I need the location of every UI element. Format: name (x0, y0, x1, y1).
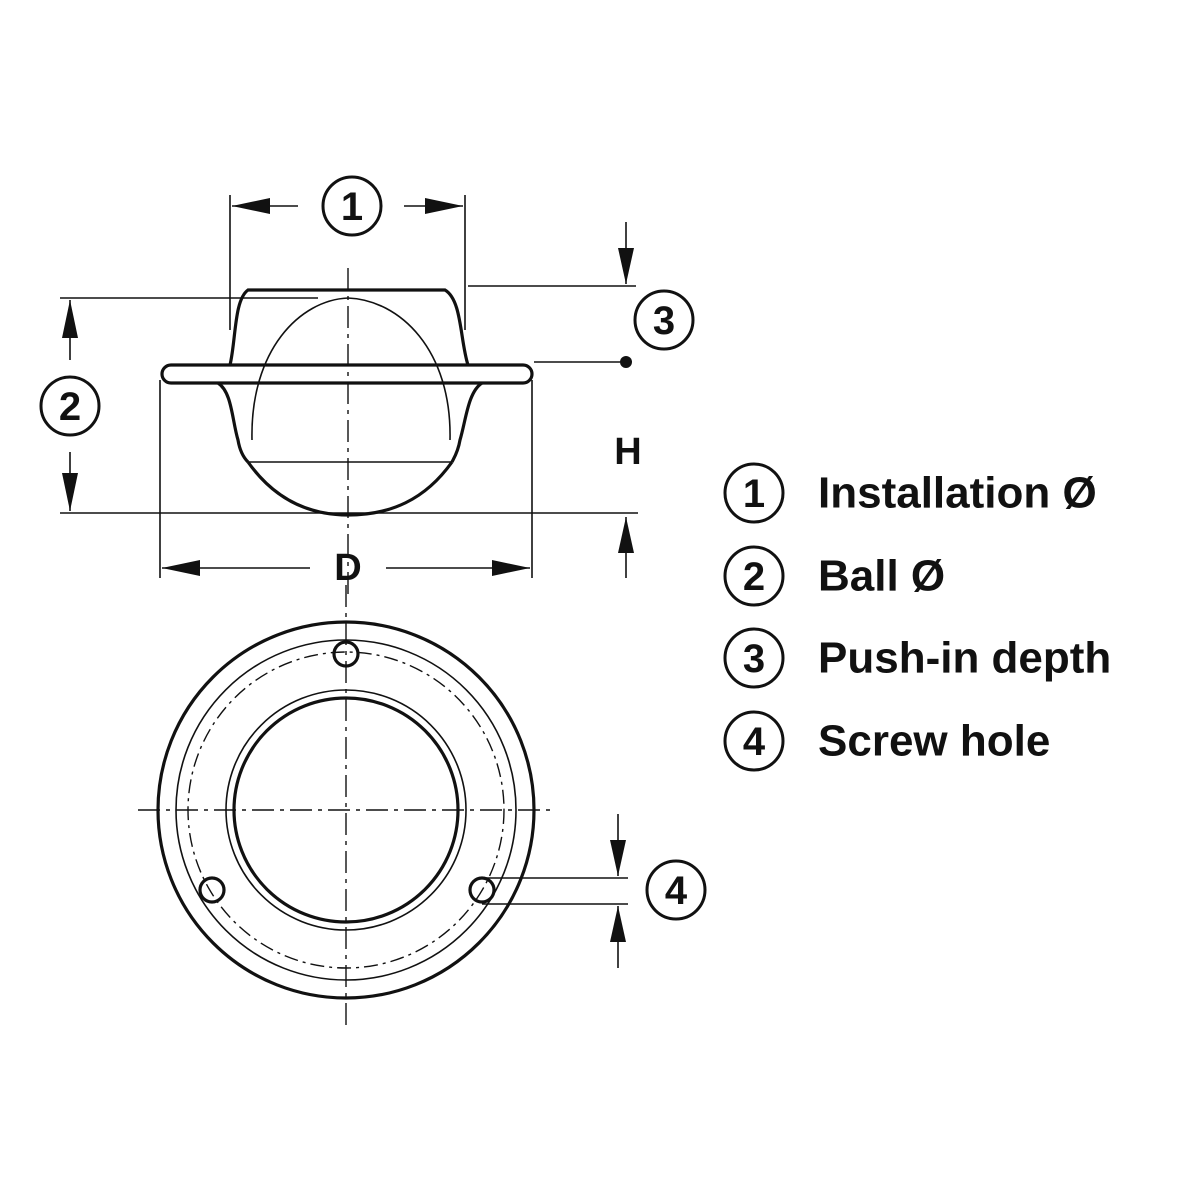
legend: 1 Installation Ø 2 Ball Ø 3 Push-in dept… (723, 462, 1111, 772)
legend-item-3: 3 Push-in depth (723, 627, 1111, 689)
screw-hole-left (198, 876, 226, 904)
callout-2-text: 2 (59, 385, 81, 429)
top-view (138, 585, 552, 1025)
callout-4: 4 (645, 859, 707, 921)
legend-item-3-label: Push-in depth (818, 634, 1111, 683)
dimension-height (348, 222, 638, 578)
dimension-d-label: D (334, 547, 361, 589)
legend-item-2: 2 Ball Ø (723, 545, 945, 607)
housing-upper (228, 288, 470, 366)
callout-1: 1 (321, 175, 383, 237)
flange (160, 363, 534, 385)
callout-1-text: 1 (341, 185, 363, 229)
legend-item-2-number: 2 (743, 555, 765, 599)
housing-lower-right (450, 381, 484, 463)
callout-4-text: 4 (665, 869, 688, 913)
legend-item-1-number: 1 (743, 472, 765, 516)
dimension-h-label: H (614, 431, 641, 473)
legend-item-4-label: Screw hole (818, 717, 1050, 766)
legend-item-1: 1 Installation Ø (723, 462, 1097, 524)
legend-item-4: 4 Screw hole (723, 710, 1050, 772)
callout-3-text: 3 (653, 299, 675, 343)
dimension-screw-hole (482, 814, 628, 968)
dimension-installation (229, 195, 466, 330)
dimension-diameter (159, 380, 533, 578)
legend-item-4-number: 4 (743, 720, 766, 764)
dimension-ball (60, 297, 348, 514)
ball-outline (251, 297, 451, 441)
callout-3: 3 (633, 289, 695, 351)
ball-lower (246, 461, 454, 517)
legend-item-2-label: Ball Ø (818, 552, 945, 601)
callout-2: 2 (39, 375, 101, 437)
legend-item-3-number: 3 (743, 637, 765, 681)
legend-item-1-label: Installation Ø (818, 469, 1097, 518)
side-view (160, 268, 534, 600)
housing-lower (216, 381, 250, 464)
